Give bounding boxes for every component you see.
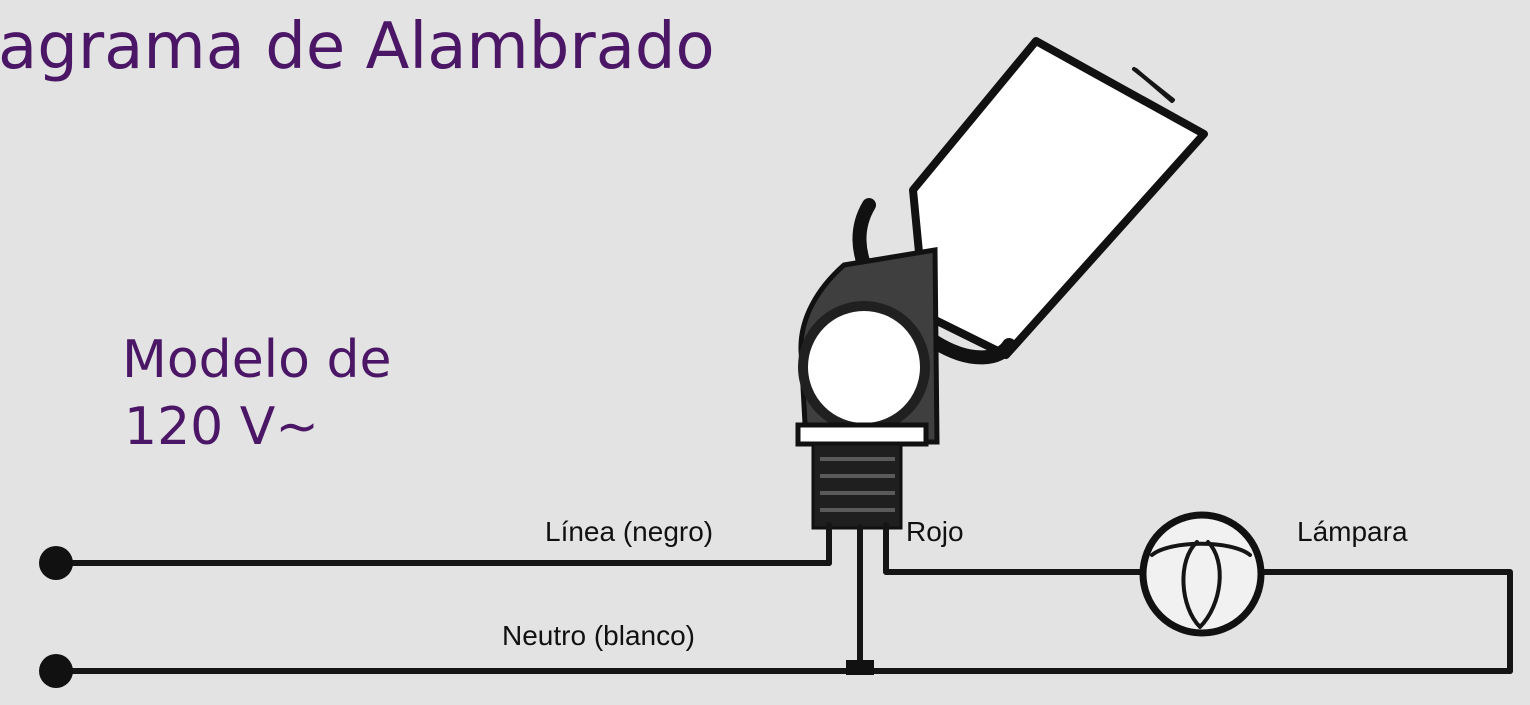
diagram-title: agrama de Alambrado [0,10,715,84]
photocontrol-head-line [1132,67,1175,102]
lamp-circle [1139,511,1265,637]
red-wire-label: Rojo [906,516,964,547]
line-terminal [39,546,73,580]
neutral-terminal [39,654,73,688]
neutral-connector [846,660,874,675]
lamp-filament [1181,540,1222,629]
red-wire [883,522,1143,575]
lamp-top-arc [1150,541,1252,557]
lamp-return-wire [1260,569,1513,674]
supply-terminals [39,546,73,688]
photocontrol-base-ring [795,422,929,447]
neutral-white-label: Neutro (blanco) [502,620,695,651]
model-label-line-1: Modelo de [122,330,391,390]
lamp-label: Lámpara [1297,516,1408,547]
photocontrol-threaded-stem [811,442,903,530]
lamp-symbol [1139,511,1265,637]
wiring-lines [55,522,1513,675]
photocontrol-device [795,37,1208,530]
photocontrol-window [798,301,930,433]
model-label-line-2: 120 V~ [124,397,319,457]
stem-threads [820,457,895,512]
line-black-label: Línea (negro) [545,516,713,547]
